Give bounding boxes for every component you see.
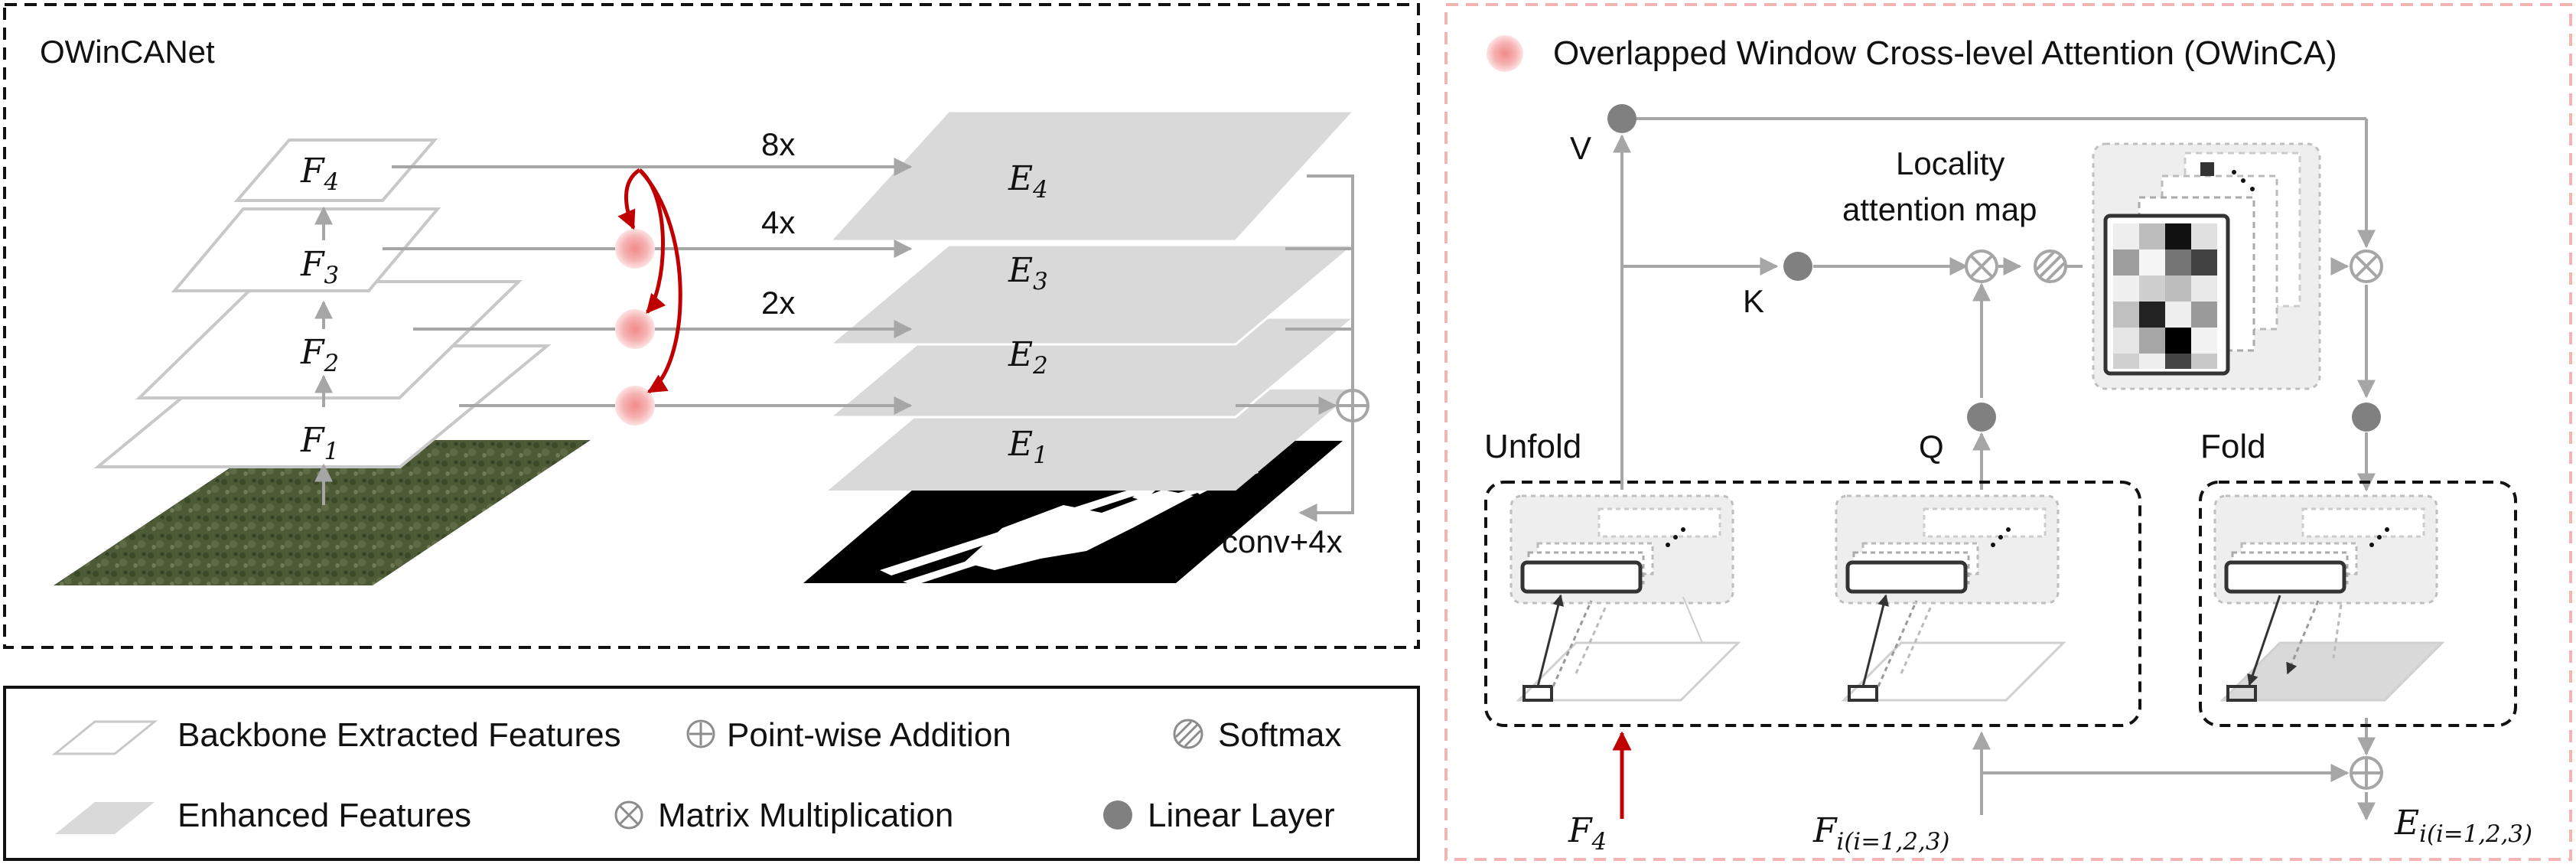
backbone-plane-f4 bbox=[233, 139, 438, 202]
matmul-node-qk bbox=[1965, 249, 1998, 283]
enhanced-label-e2: E2 bbox=[1008, 335, 1048, 380]
unfold-box bbox=[1484, 481, 2141, 727]
legend-border bbox=[3, 686, 1420, 861]
scale-label-4x: 4x bbox=[761, 204, 795, 240]
feature-label-f1: F1 bbox=[300, 421, 339, 465]
attention-label-line1: Locality bbox=[1896, 145, 2004, 181]
k-label: K bbox=[1743, 283, 1764, 319]
legend-softmax-label: Softmax bbox=[1218, 716, 1341, 754]
legend-softmax-icon bbox=[1173, 719, 1203, 749]
merge-lines bbox=[1236, 174, 1354, 522]
enhanced-plane-e4 bbox=[827, 109, 1357, 243]
owinca-title: Overlapped Window Cross-level Attention … bbox=[1553, 34, 2337, 72]
window-stack-fold bbox=[2213, 494, 2445, 702]
input-f4-label: F4 bbox=[1568, 811, 1607, 856]
enhanced-label-e1: E1 bbox=[1008, 425, 1048, 469]
matmul-node-av bbox=[2350, 249, 2383, 283]
satellite-image bbox=[54, 440, 591, 585]
softmax-node bbox=[2034, 249, 2067, 283]
linear-node-q bbox=[1967, 403, 1996, 432]
owinca-red-arrows bbox=[617, 168, 682, 394]
window-stack-q bbox=[1835, 494, 2066, 702]
owinca-nodes bbox=[615, 229, 655, 425]
locality-attention-map bbox=[2092, 142, 2321, 390]
scale-label-2x: 2x bbox=[761, 285, 795, 321]
legend-addition-icon bbox=[686, 719, 715, 748]
legend-matmul-icon bbox=[614, 800, 643, 830]
unfold-label: Unfold bbox=[1484, 428, 1581, 465]
v-label: V bbox=[1570, 130, 1591, 166]
conv-label: conv+4x bbox=[1222, 523, 1343, 559]
enhanced-label-e3: E3 bbox=[1008, 251, 1048, 295]
linear-node-out bbox=[2352, 403, 2381, 432]
fold-box bbox=[2199, 481, 2517, 727]
attention-label-line2: attention map bbox=[1842, 191, 2037, 227]
linear-node-k bbox=[1783, 252, 1812, 281]
scale-label-8x: 8x bbox=[761, 126, 795, 162]
fold-label: Fold bbox=[2200, 428, 2266, 465]
addition-node-right bbox=[2350, 756, 2383, 790]
legend-linear-icon bbox=[1103, 800, 1132, 830]
feature-label-f3: F3 bbox=[300, 245, 339, 289]
addition-node-left bbox=[1336, 389, 1369, 422]
legend-backbone-label: Backbone Extracted Features bbox=[177, 716, 621, 754]
owinca-legend-node bbox=[1487, 35, 1523, 72]
backbone-plane-f2 bbox=[135, 280, 523, 399]
window-stack-v bbox=[1509, 494, 1741, 702]
q-label: Q bbox=[1919, 429, 1944, 465]
output-ei-label: Ei(i=1,2,3) bbox=[2394, 804, 2532, 848]
feature-label-f2: F2 bbox=[300, 333, 339, 377]
legend-enhanced-label: Enhanced Features bbox=[177, 797, 471, 834]
legend-backbone-swatch bbox=[51, 720, 158, 755]
legend-matmul-label: Matrix Multiplication bbox=[658, 797, 953, 834]
feature-label-f4: F4 bbox=[300, 152, 339, 196]
linear-node-v bbox=[1607, 104, 1636, 133]
owinca-node-3 bbox=[615, 229, 655, 269]
owinca-panel-border bbox=[1444, 3, 2572, 861]
input-fi-label: Fi(i=1,2,3) bbox=[1812, 811, 1949, 856]
backbone-plane-f3 bbox=[171, 207, 441, 292]
owinca-node-1 bbox=[615, 386, 655, 425]
owinca-flow-lines bbox=[1613, 117, 2376, 821]
owincanet-panel-border bbox=[3, 3, 1420, 649]
owincanet-title: OWinCANet bbox=[40, 34, 215, 70]
enhanced-label-e4: E4 bbox=[1008, 159, 1048, 204]
owinca-node-2 bbox=[615, 309, 655, 349]
legend-enhanced-swatch bbox=[55, 802, 155, 834]
legend-linear-label: Linear Layer bbox=[1148, 797, 1335, 834]
legend-addition-label: Point-wise Addition bbox=[727, 716, 1011, 754]
